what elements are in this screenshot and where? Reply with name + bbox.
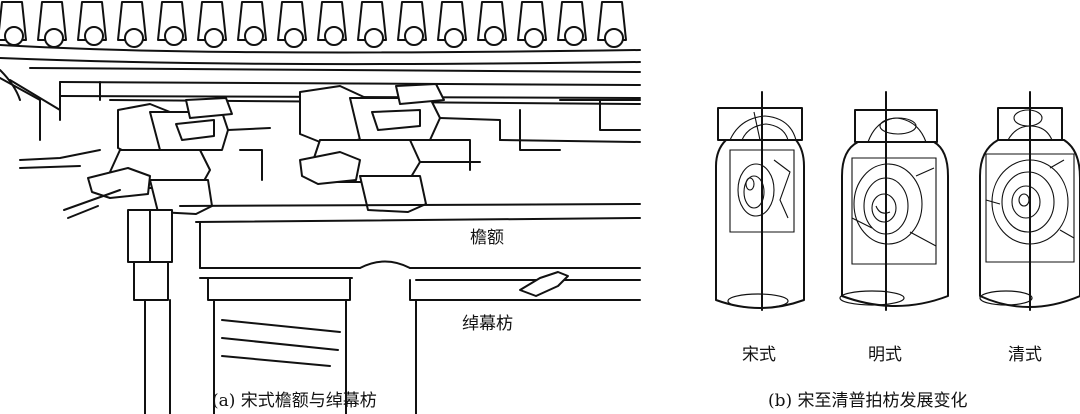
roof-tile-end: [404, 26, 424, 46]
style-label-ming: 明式: [868, 345, 902, 365]
roof-tile-end: [284, 28, 304, 48]
panel-b-beam-evolution: 宋式 明式 清式 (b) 宋至清普拍枋发展变化: [715, 91, 1080, 411]
corner-column: [127, 209, 173, 414]
bracket-set-left: [19, 97, 271, 219]
label-eave-lintel: 檐额: [470, 228, 504, 248]
ming-style-section: [839, 91, 949, 311]
roof-tile-end: [444, 28, 464, 48]
qing-style-section: [979, 91, 1080, 311]
panel-a-eave-drawing: 檐额 绰幕枋 (a) 宋式檐额与绰幕枋: [0, 1, 641, 414]
roof-tile-end: [604, 28, 624, 48]
eave-lintel: [179, 203, 641, 281]
caption-panel-b: (b) 宋至清普拍枋发展变化: [768, 391, 968, 411]
roof-tile-end: [84, 26, 104, 46]
roof-tile-end: [44, 28, 64, 48]
curtain-beam: [207, 271, 641, 414]
roof-tile-end: [204, 28, 224, 48]
roof-tile-end: [484, 26, 504, 46]
style-label-qing: 清式: [1008, 345, 1042, 365]
roof-tile-end: [324, 26, 344, 46]
roof-tile-end: [524, 28, 544, 48]
song-style-section: [715, 91, 805, 311]
label-curtain-beam: 绰幕枋: [462, 314, 513, 334]
roof-tile-end: [564, 26, 584, 46]
roof-tiles: [0, 1, 627, 48]
roof-tile-end: [164, 26, 184, 46]
caption-panel-a: (a) 宋式檐额与绰幕枋: [212, 391, 377, 411]
roof-tile-end: [244, 26, 264, 46]
roof-tile-end: [124, 28, 144, 48]
bracket-set-right: [299, 83, 641, 213]
roof-tile-end: [364, 28, 384, 48]
roof-tile-end: [4, 26, 24, 46]
style-label-song: 宋式: [742, 345, 776, 365]
